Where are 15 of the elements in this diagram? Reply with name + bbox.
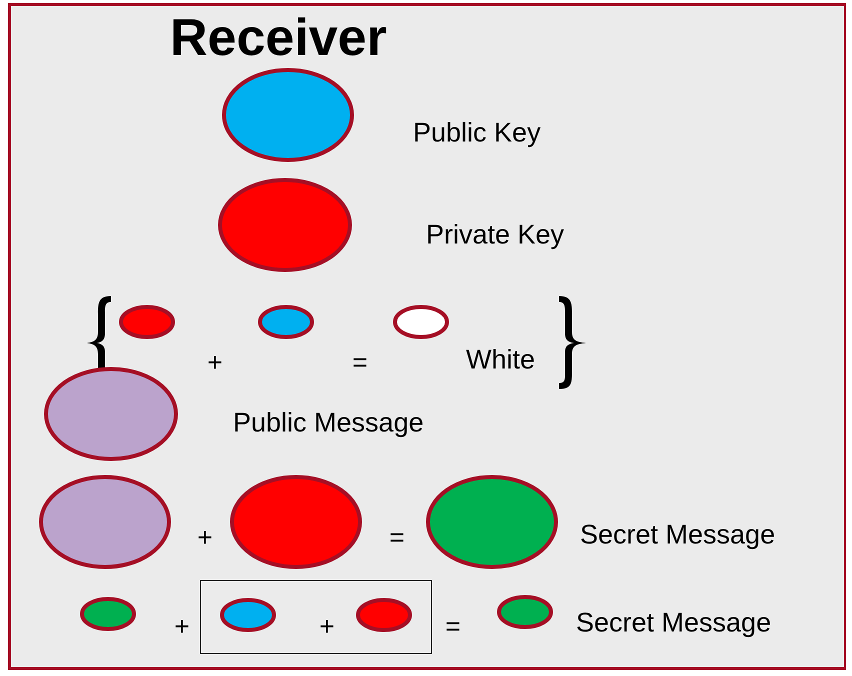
operator-sign: + — [319, 613, 335, 639]
operator-sign: + — [174, 613, 190, 639]
operator-sign: = — [352, 349, 368, 375]
node-caption: Public Message — [233, 410, 424, 436]
operator-sign: = — [389, 524, 405, 550]
operator-sign: + — [197, 524, 213, 550]
node-caption: Secret Message — [576, 610, 772, 636]
node-caption: White — [466, 346, 536, 374]
grouping-frame — [200, 580, 432, 654]
operator-sign: + — [207, 349, 223, 375]
node-caption: Secret Message — [580, 522, 776, 548]
node-caption: Public Key — [413, 120, 541, 146]
operator-sign: = — [445, 613, 461, 639]
node-caption: Private Key — [426, 222, 564, 248]
title: Receiver — [170, 10, 387, 68]
